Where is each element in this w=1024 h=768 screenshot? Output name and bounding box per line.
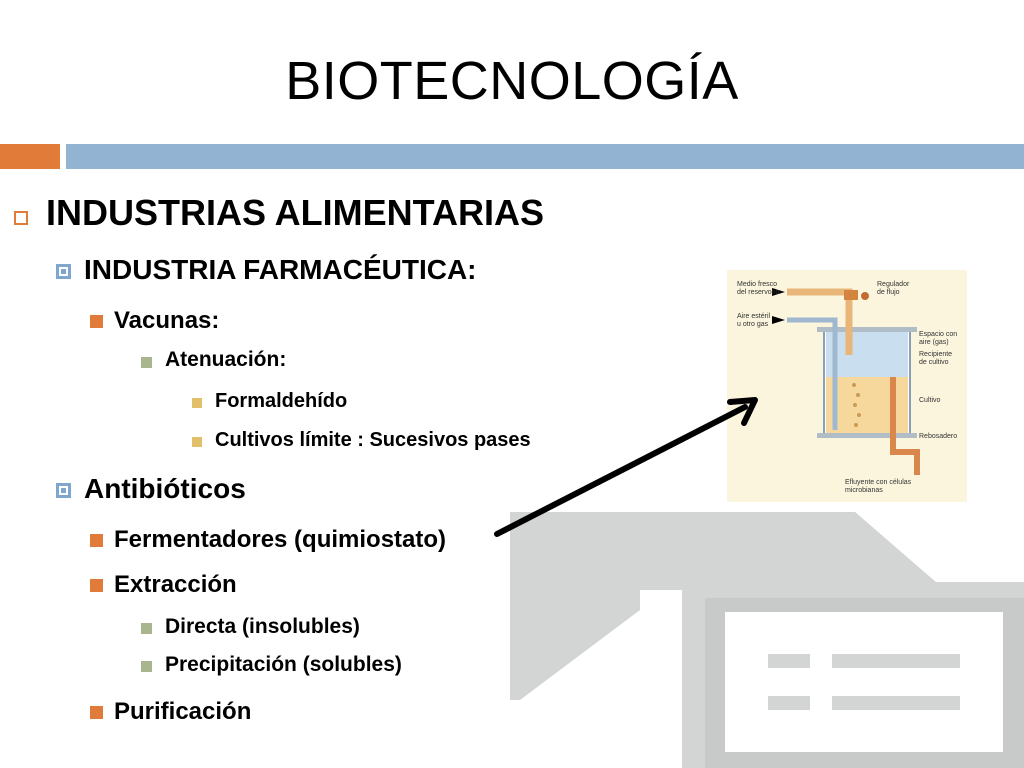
chemostat-diagram: Medio fresco del reservorio Regulador de…	[727, 270, 967, 502]
overflow-tube	[890, 377, 920, 475]
slide-title: BIOTECNOLOGÍA	[285, 51, 739, 111]
outline-fermentadores: Fermentadores (quimiostato)	[114, 526, 447, 553]
outline-industrias-alimentarias: INDUSTRIAS ALIMENTARIAS	[46, 192, 544, 233]
label-efluente: Efluyente con células	[845, 479, 912, 486]
label-recipiente: Recipiente	[919, 351, 952, 358]
accent-bar-blue	[66, 144, 1024, 169]
label-aire-2: u otro gas	[737, 321, 769, 328]
bullet-orange-square-icon	[90, 315, 103, 328]
bullet-orange-square-icon	[90, 534, 103, 547]
bullet-orange-square-icon	[90, 706, 103, 719]
flow-regulator	[844, 290, 858, 300]
outline-purificacion: Purificación	[114, 698, 252, 725]
gas-space	[826, 332, 908, 377]
outline-cultivos-limite: Cultivos límite : Sucesivos pases	[215, 429, 531, 451]
outline-atenuacion: Atenuación:	[165, 348, 287, 371]
outline-extraccion: Extracción	[114, 571, 237, 598]
bullet-green-square-icon	[141, 623, 152, 634]
label-aire: Aire estéril	[737, 313, 771, 320]
label-regulador-2: de flujo	[877, 289, 900, 296]
outline-formaldehido: Formaldehído	[215, 390, 348, 412]
bullet-green-square-icon	[141, 661, 152, 672]
bullet-square-outline-icon	[14, 211, 28, 225]
air-tube	[787, 317, 838, 430]
bullet-gold-square-icon	[192, 437, 202, 447]
label-espacio: Espacio con	[919, 331, 957, 338]
label-espacio-2: aire (gas)	[919, 339, 949, 346]
bullet-blue-square-icon	[56, 483, 71, 498]
bullet-green-square-icon	[141, 357, 152, 368]
accent-bar-orange	[0, 144, 60, 169]
outline-vacunas: Vacunas:	[114, 307, 220, 334]
outline-precipitacion: Precipitación (solubles)	[165, 653, 402, 676]
label-medio-2: del reservorio	[737, 289, 780, 296]
bullet-gold-square-icon	[192, 398, 202, 408]
label-medio: Medio fresco	[737, 281, 777, 288]
watermark-line	[832, 654, 960, 668]
label-recipiente-2: de cultivo	[919, 359, 949, 366]
label-cultivo: Cultivo	[919, 397, 941, 404]
watermark-line	[768, 654, 810, 668]
outline-antibioticos: Antibióticos	[84, 473, 246, 504]
outline-industria-farmaceutica: INDUSTRIA FARMACÉUTICA:	[84, 254, 477, 285]
label-rebosadero: Rebosadero	[919, 433, 957, 440]
watermark-line	[768, 696, 810, 710]
watermark-line	[832, 696, 960, 710]
label-efluente-2: microbianas	[845, 487, 883, 494]
label-regulador: Regulador	[877, 281, 910, 288]
bullet-orange-square-icon	[90, 579, 103, 592]
bullet-blue-square-icon	[56, 264, 71, 279]
outline-directa: Directa (insolubles)	[165, 615, 360, 638]
